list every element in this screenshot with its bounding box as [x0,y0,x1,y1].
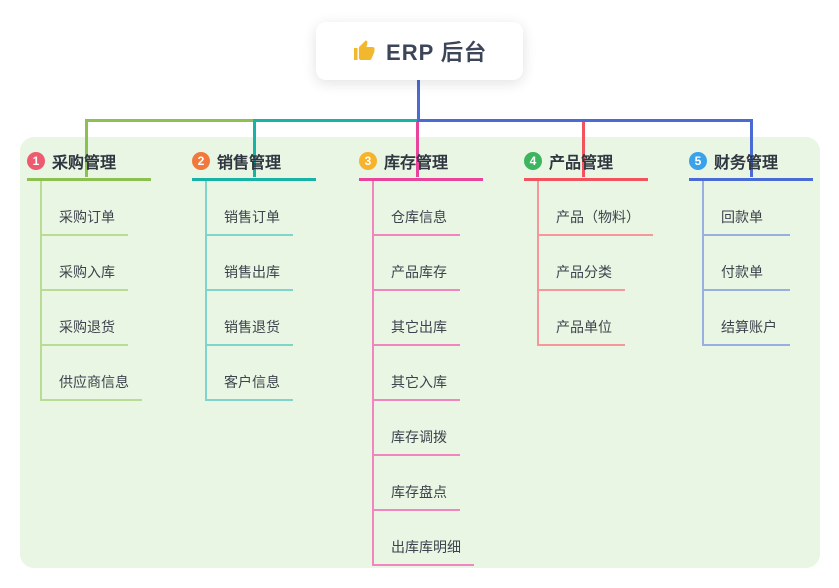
child-node[interactable]: 采购退货 [42,291,128,346]
branch-label: 产品管理 [549,155,614,172]
child-node[interactable]: 产品库存 [374,236,460,291]
child-node[interactable]: 库存盘点 [374,456,460,511]
child-label: 库存调拨 [391,429,447,445]
thumbs-up-path [354,40,375,60]
child-label: 回款单 [721,209,763,225]
branch-label: 库存管理 [384,155,449,172]
child-label: 产品分类 [556,264,612,280]
connector-drop [416,122,419,177]
child-label: 采购退货 [59,319,115,335]
child-node[interactable]: 库存调拨 [374,401,460,456]
branch-number-badge: 5 [689,152,707,170]
child-label: 其它入库 [391,374,447,390]
child-label: 产品单位 [556,319,612,335]
child-node[interactable]: 其它出库 [374,291,460,346]
child-node[interactable]: 销售出库 [207,236,293,291]
branch-node[interactable]: 4 产品管理 [524,149,648,181]
child-label: 销售出库 [224,264,280,280]
child-label: 采购订单 [59,209,115,225]
child-label: 产品（物料） [556,209,640,225]
thumbs-up-icon [352,39,376,63]
branch-node[interactable]: 3 库存管理 [359,149,483,181]
branch-children: 仓库信息产品库存其它出库其它入库库存调拨库存盘点出库库明细 [372,181,512,566]
branch: 2 销售管理 销售订单销售出库销售退货客户信息 [192,149,345,401]
branch-number-badge: 2 [192,152,210,170]
child-label: 销售退货 [224,319,280,335]
child-label: 销售订单 [224,209,280,225]
child-node[interactable]: 产品分类 [539,236,625,291]
child-node[interactable]: 供应商信息 [42,346,142,401]
child-node[interactable]: 采购订单 [42,181,128,236]
connector-segment-blue [417,119,753,122]
child-label: 其它出库 [391,319,447,335]
branch-children: 销售订单销售出库销售退货客户信息 [205,181,345,401]
connector-drop [85,122,88,177]
child-node[interactable]: 出库库明细 [374,511,474,566]
child-label: 供应商信息 [59,374,129,390]
branch-node[interactable]: 5 财务管理 [689,149,813,181]
branch: 4 产品管理 产品（物料） 产品分类产品单位 [524,149,677,346]
branch-children: 产品（物料） 产品分类产品单位 [537,181,677,346]
root-label: ERP 后台 [386,40,487,65]
connector-drop [253,122,256,177]
child-node[interactable]: 产品单位 [539,291,625,346]
child-node[interactable]: 仓库信息 [374,181,460,236]
connector-drop [750,119,753,177]
branch-node[interactable]: 2 销售管理 [192,149,316,181]
child-label: 仓库信息 [391,209,447,225]
child-node[interactable]: 客户信息 [207,346,293,401]
child-label: 采购入库 [59,264,115,280]
branch-node[interactable]: 1 采购管理 [27,149,151,181]
branch: 3 库存管理 仓库信息产品库存其它出库其它入库库存调拨库存盘点出库库明细 [359,149,512,566]
connector-trunk [417,80,420,122]
branch-label: 财务管理 [714,155,779,172]
root-node[interactable]: ERP 后台 [316,22,523,80]
child-label: 付款单 [721,264,763,280]
branch-number-badge: 4 [524,152,542,170]
connector-segment-green [85,119,256,122]
child-label: 结算账户 [721,319,777,335]
branch-number-badge: 3 [359,152,377,170]
connector-drop [582,122,585,177]
child-node[interactable]: 销售订单 [207,181,293,236]
child-node[interactable]: 销售退货 [207,291,293,346]
child-label: 客户信息 [224,374,280,390]
branch-label: 采购管理 [52,155,117,172]
connector-segment-teal [253,119,419,122]
branch-number-badge: 1 [27,152,45,170]
mindmap-panel [20,137,820,568]
child-node[interactable]: 回款单 [704,181,790,236]
child-node[interactable]: 产品（物料） [539,181,653,236]
child-node[interactable]: 付款单 [704,236,790,291]
child-label: 产品库存 [391,264,447,280]
child-label: 库存盘点 [391,484,447,500]
child-node[interactable]: 其它入库 [374,346,460,401]
child-label: 出库库明细 [391,539,461,555]
child-node[interactable]: 结算账户 [704,291,790,346]
branch: 1 采购管理 采购订单采购入库采购退货供应商信息 [27,149,180,401]
branch: 5 财务管理 回款单付款单结算账户 [689,149,839,346]
child-node[interactable]: 采购入库 [42,236,128,291]
branch-children: 回款单付款单结算账户 [702,181,839,346]
branch-children: 采购订单采购入库采购退货供应商信息 [40,181,180,401]
branch-label: 销售管理 [217,155,282,172]
